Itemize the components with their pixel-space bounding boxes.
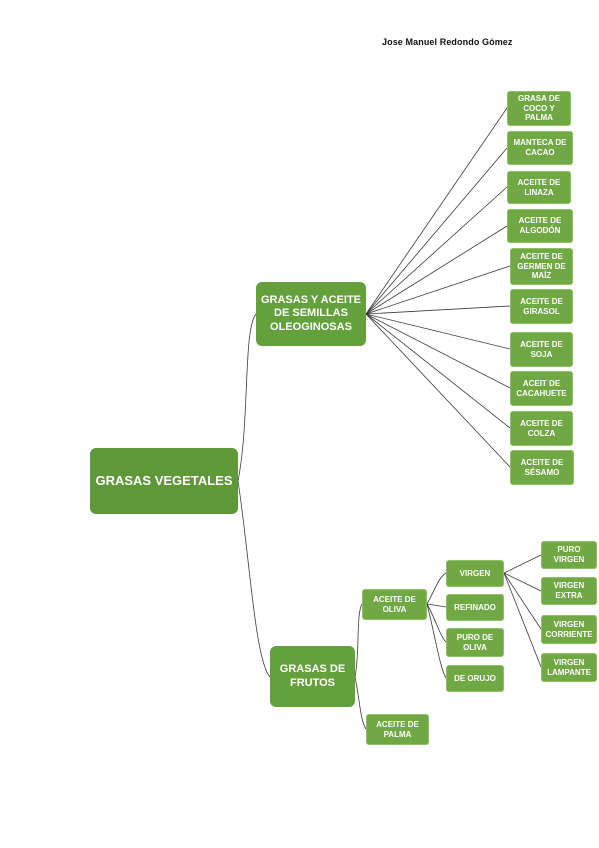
node-grasas-de-frutos: GRASAS DE FRUTOS [270,646,355,707]
connector [365,313,511,350]
connector [503,572,542,592]
connector [503,554,542,574]
node-aceite-palma: ACEITE DE PALMA [366,714,429,745]
node-aceite-colza: ACEITE DE COLZA [510,411,573,446]
connector [365,305,511,315]
node-puro-de-oliva: PURO DE OLIVA [446,628,504,657]
node-virgen-extra: VIRGEN EXTRA [541,577,597,605]
node-virgen-corriente: VIRGEN CORRIENTE [541,615,597,644]
node-aceite-oliva: ACEITE DE OLIVA [362,589,427,620]
connector [237,480,271,678]
connector [365,313,511,389]
connector [426,572,447,605]
node-aceite-soja: ACEITE DE SOJA [510,332,573,367]
node-aceite-cacahuete: ACEIT DE CACAHUETE [510,371,573,406]
node-grasa-coco-palma: GRASA DE COCO Y PALMA [507,91,571,126]
node-aceite-sesamo: ACEITE DE SÉSAMO [510,450,574,485]
node-puro-virgen: PURO VIRGEN [541,541,597,569]
connector [503,572,542,668]
connector [365,313,511,429]
node-refinado: REFINADO [446,594,504,621]
node-aceite-germen-maiz: ACEITE DE GERMEN DE MAÍZ [510,248,573,285]
connector [426,603,447,608]
connector [365,265,511,315]
connector [354,676,367,730]
connector [365,225,508,315]
connector [426,603,447,643]
node-aceite-algodon: ACEITE DE ALGODÓN [507,209,573,243]
author-name: Jose Manuel Redondo Gómez [382,37,513,47]
connector [365,107,508,315]
node-de-orujo: DE ORUJO [446,665,504,692]
node-aceite-linaza: ACEITE DE LINAZA [507,171,571,204]
node-virgen-lampante: VIRGEN LAMPANTE [541,653,597,682]
connector [354,603,363,678]
connector [365,313,511,468]
connector [365,147,508,315]
connector [503,572,542,630]
connector [237,313,257,482]
node-manteca-cacao: MANTECA DE CACAO [507,131,573,165]
node-virgen: VIRGEN [446,560,504,587]
connector [426,603,447,679]
node-aceite-girasol: ACEITE DE GIRASOL [510,289,573,324]
connector [365,186,508,315]
node-grasas-vegetales: GRASAS VEGETALES [90,448,238,514]
node-semillas-oleoginosas: GRASAS Y ACEITE DE SEMILLAS OLEOGINOSAS [256,282,366,346]
